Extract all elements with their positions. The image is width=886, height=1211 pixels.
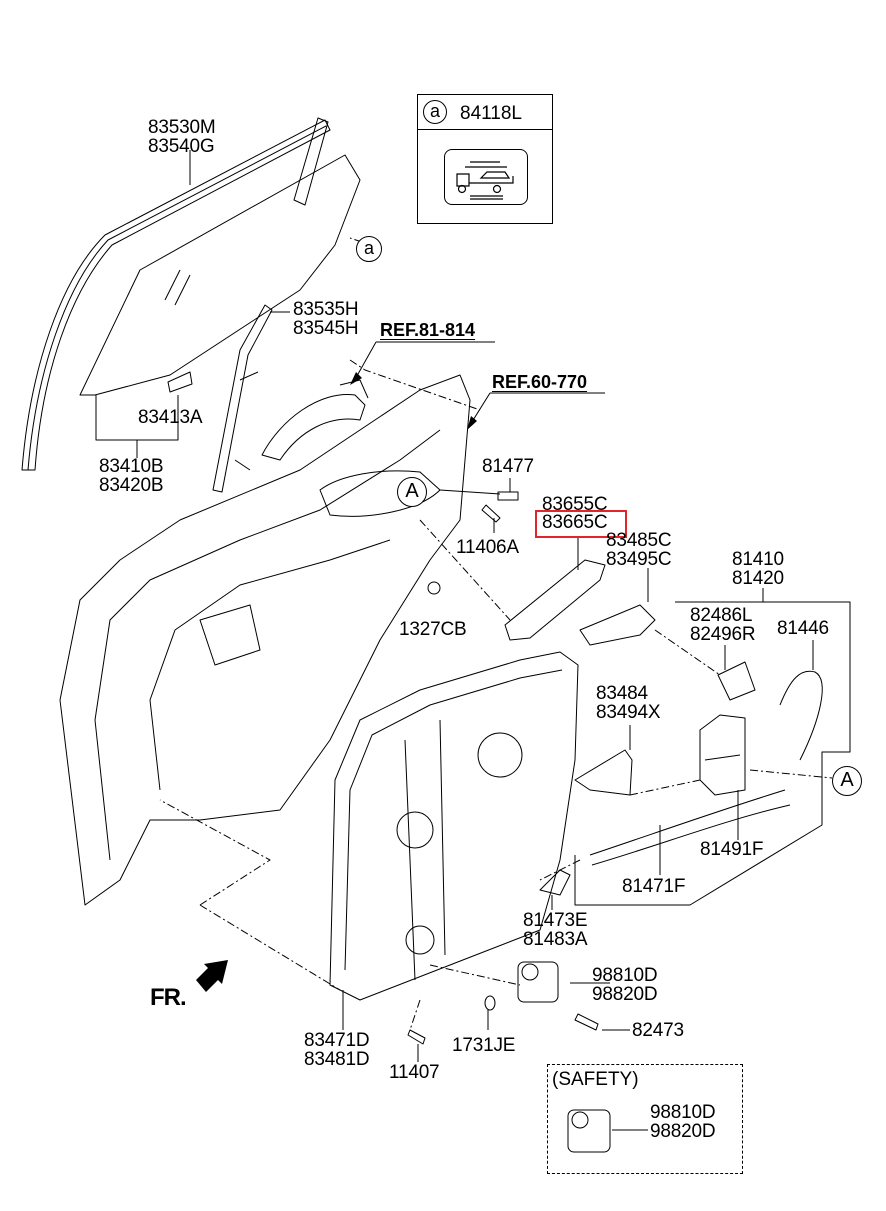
part-label-1327cb[interactable]: 1327CB [399,619,467,640]
legend-box: a 84118L [417,94,553,224]
forward-arrow-icon [196,960,228,992]
part-label-11407[interactable]: 11407 [389,1062,440,1083]
door-glass[interactable] [79,154,361,396]
lock-assembly-group-box [574,601,851,906]
nut-1327cb[interactable] [427,581,441,595]
bolt-11407[interactable] [407,1029,426,1045]
latch-reinforcement[interactable] [579,604,656,646]
bolt-82473[interactable] [574,1013,599,1031]
latch-cover[interactable] [717,661,756,701]
glass-run-channel[interactable] [21,117,331,471]
legend-marker: a [423,100,447,124]
glass-bracket[interactable] [167,371,193,393]
part-label-82473[interactable]: 82473 [632,1020,684,1041]
marker-a-glass[interactable]: a [356,236,382,262]
marker-A-lock[interactable]: A [832,766,862,796]
outside-handle[interactable] [261,379,369,461]
marker-A-handle[interactable]: A [397,477,427,507]
front-direction-label: FR. [150,984,187,1011]
safety-window-motor[interactable] [567,1109,611,1153]
door-latch[interactable] [699,714,746,796]
bolt-81477[interactable] [497,491,519,501]
door-module-panel[interactable] [329,651,579,1001]
grommet-1731je[interactable] [484,995,496,1011]
part-label-83413a[interactable]: 83413A [138,407,203,428]
part-label-11406a[interactable]: 11406A [456,537,519,558]
door-cables[interactable] [589,789,791,866]
part-label-81491f[interactable]: 81491F [700,839,764,860]
safety-title: (SAFETY) [552,1069,639,1090]
part-label-81446[interactable]: 81446 [777,618,829,639]
screw-11406a[interactable] [481,504,501,523]
part-label-83655c[interactable]: 83655C [542,494,608,515]
cable-clip[interactable] [539,869,571,896]
part-label-81477[interactable]: 81477 [482,456,534,477]
legend-code[interactable]: 84118L [460,103,522,124]
actuator-rod[interactable] [779,670,823,761]
part-label-83665c[interactable]: 83665C [542,512,608,533]
ref-81-814-link[interactable]: REF.81-814 [380,320,476,340]
rear-channel[interactable] [212,304,273,493]
highlight-box [535,510,627,538]
legend-header: a 84118L [418,95,552,130]
tow-truck-icon [444,149,528,205]
part-label-81471f[interactable]: 81471F [622,876,686,897]
ref-60-770-link[interactable]: REF.60-770 [492,372,588,392]
latch-bracket[interactable] [504,559,606,641]
window-motor[interactable] [517,961,559,1003]
part-label-1731je[interactable]: 1731JE [452,1035,516,1056]
lock-rod-guide[interactable] [574,749,633,796]
